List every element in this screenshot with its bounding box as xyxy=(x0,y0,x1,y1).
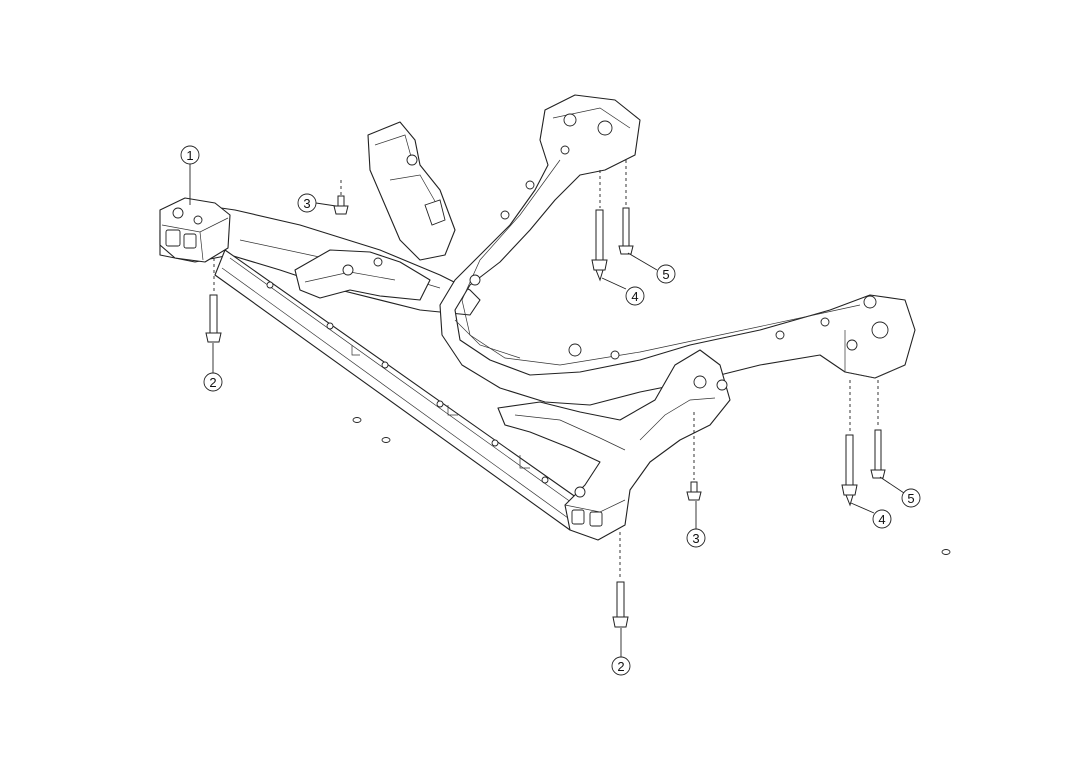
left-control-arm-bracket xyxy=(294,249,431,301)
bolt-2-lower xyxy=(612,581,629,628)
callouts: 1 2 2 3 3 4 4 5 5 xyxy=(180,145,921,676)
bolt-5-lower xyxy=(870,429,886,479)
bolts xyxy=(205,195,886,628)
svg-text:2: 2 xyxy=(617,659,624,674)
left-front-mount-bracket xyxy=(159,197,231,263)
callout-4-lower: 4 xyxy=(872,509,892,529)
bolt-3-lower xyxy=(686,481,702,501)
svg-text:2: 2 xyxy=(209,375,216,390)
bolt-4-lower xyxy=(841,434,858,507)
svg-text:5: 5 xyxy=(662,267,669,282)
svg-text:3: 3 xyxy=(692,531,699,546)
svg-text:5: 5 xyxy=(907,491,914,506)
callout-3-upper: 3 xyxy=(297,193,317,213)
leader-lines xyxy=(189,164,905,657)
callout-5-upper: 5 xyxy=(656,264,676,284)
upper-tower-bracket xyxy=(367,121,456,261)
svg-text:4: 4 xyxy=(878,512,885,527)
bolt-3-upper xyxy=(333,195,349,215)
callout-3-lower: 3 xyxy=(686,528,706,548)
svg-text:3: 3 xyxy=(303,196,310,211)
callout-2-lower: 2 xyxy=(611,656,631,676)
callout-5-lower: 5 xyxy=(901,488,921,508)
svg-text:4: 4 xyxy=(631,289,638,304)
svg-text:1: 1 xyxy=(186,148,193,163)
callout-2-left: 2 xyxy=(203,372,223,392)
callout-1: 1 xyxy=(180,145,200,165)
rear-arc-beam xyxy=(439,94,916,406)
alignment-lines xyxy=(213,160,879,580)
bolt-5-upper xyxy=(618,207,634,255)
bolt-2-left xyxy=(205,294,222,343)
right-front-mount-bracket xyxy=(497,349,731,541)
callout-4-upper: 4 xyxy=(625,286,645,306)
bolt-4-upper xyxy=(591,209,608,282)
